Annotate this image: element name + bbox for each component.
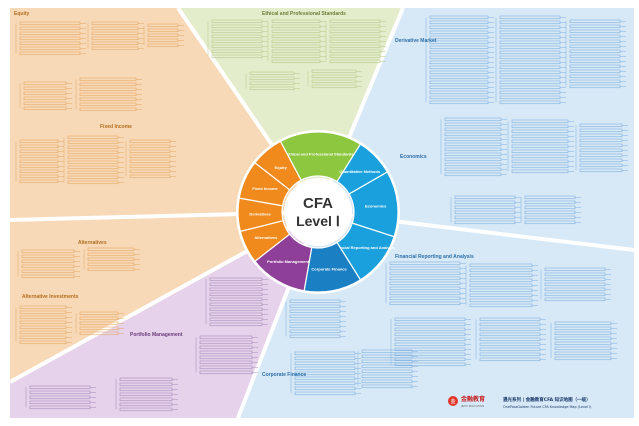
topic-tree: [83, 247, 140, 272]
wheel-corporate-label: Corporate Finance: [311, 266, 347, 271]
wheel-quant-label: Quantitative Methods: [339, 169, 380, 174]
brand-title-en: OnePassGolden Future CFA Knowledge Map (…: [503, 405, 592, 409]
topic-tree: [290, 351, 361, 396]
sector-title-alt-investments: Alternative Investments: [22, 294, 79, 300]
sector-bg-blue: [238, 8, 634, 418]
wheel-portfolio-label: Portfolio Management: [267, 259, 310, 264]
center-title-line1: CFA: [303, 195, 333, 212]
topic-tree: [19, 81, 72, 111]
jinyu-logo-icon: [448, 396, 458, 406]
topic-tree: [267, 19, 326, 64]
topic-tree: [25, 385, 96, 410]
topic-tree: [75, 311, 124, 336]
sector-title-fixed-income: Fixed Income: [100, 124, 132, 130]
topic-tree: [325, 19, 386, 64]
sector-title-portfolio: Portfolio Management: [130, 332, 183, 338]
topic-tree: [390, 317, 471, 367]
topic-tree: [507, 119, 574, 174]
sector-title-corporate: Corporate Finance: [262, 372, 306, 378]
topic-trees: [15, 15, 628, 412]
topic-tree: [207, 19, 268, 59]
center-circle: [284, 178, 352, 246]
topic-tree: [15, 139, 64, 184]
topic-tree: [465, 263, 538, 308]
topic-tree: [115, 377, 178, 412]
wheel-fra-label: Financial Reporting and Analysis: [332, 245, 396, 250]
wheel-equity-label: Equity: [275, 165, 288, 170]
topic-tree: [575, 123, 628, 173]
sector-title-equity: Equity: [14, 11, 29, 17]
topic-tree: [143, 23, 184, 48]
brand-block: 金 金融教育 JINYU EDUCATION 遇光系列 | 金融教育CFA 知识…: [448, 395, 592, 409]
topic-tree: [450, 195, 521, 225]
topic-tree: [495, 15, 566, 105]
topic-tree: [357, 349, 418, 389]
topic-tree: [307, 69, 362, 89]
wheel-ethics-label: Ethical and Professional Standards: [286, 152, 354, 157]
topic-tree: [87, 21, 144, 51]
brand-title-cn: 遇光系列 | 金融教育CFA 知识地图（一级）: [503, 396, 591, 403]
topic-tree: [425, 15, 494, 105]
topic-tree: [195, 335, 258, 375]
topic-tree: [15, 21, 86, 56]
sector-title-derivatives: Derivative Market: [395, 38, 437, 44]
sector-bg-green: [178, 8, 403, 212]
logo-mark: 金: [450, 398, 455, 405]
topic-tree: [475, 317, 546, 362]
sector-title-alternatives: Alternatives: [78, 240, 107, 246]
topic-tree: [245, 71, 300, 91]
sector-title-ethics: Ethical and Professional Standards: [262, 11, 346, 17]
center-title-line2: Level Ⅰ: [296, 213, 340, 229]
topic-tree: [540, 267, 611, 302]
topic-tree: [565, 19, 626, 89]
wheel-outline: [236, 130, 400, 294]
wheel-alternatives-label: Alternatives: [254, 235, 278, 240]
wheel-fixed-income-label: Fixed Income: [252, 186, 278, 191]
brand-company-sub: JINYU EDUCATION: [460, 404, 484, 408]
sector-bg-purple: [10, 212, 318, 418]
topic-tree: [205, 277, 268, 327]
topic-wheel: Ethical and Professional StandardsQuanti…: [236, 130, 400, 294]
topic-tree: [75, 77, 142, 112]
wheel-derivatives-label: Derivatives: [249, 212, 271, 217]
wheel-economics-label: Economics: [365, 203, 387, 208]
topic-tree: [385, 261, 466, 306]
topic-tree: [15, 305, 72, 345]
topic-tree: [125, 139, 176, 179]
topic-tree: [285, 299, 346, 339]
topic-tree: [550, 321, 617, 361]
sector-title-economics: Economics: [400, 154, 427, 160]
sector-title-fra: Financial Reporting and Analysis: [395, 254, 474, 260]
topic-tree: [520, 195, 581, 225]
topic-tree: [63, 135, 124, 185]
brand-company: 金融教育: [460, 395, 485, 403]
wheel-equity: [254, 140, 302, 191]
topic-tree: [440, 117, 507, 177]
topic-tree: [17, 249, 80, 279]
